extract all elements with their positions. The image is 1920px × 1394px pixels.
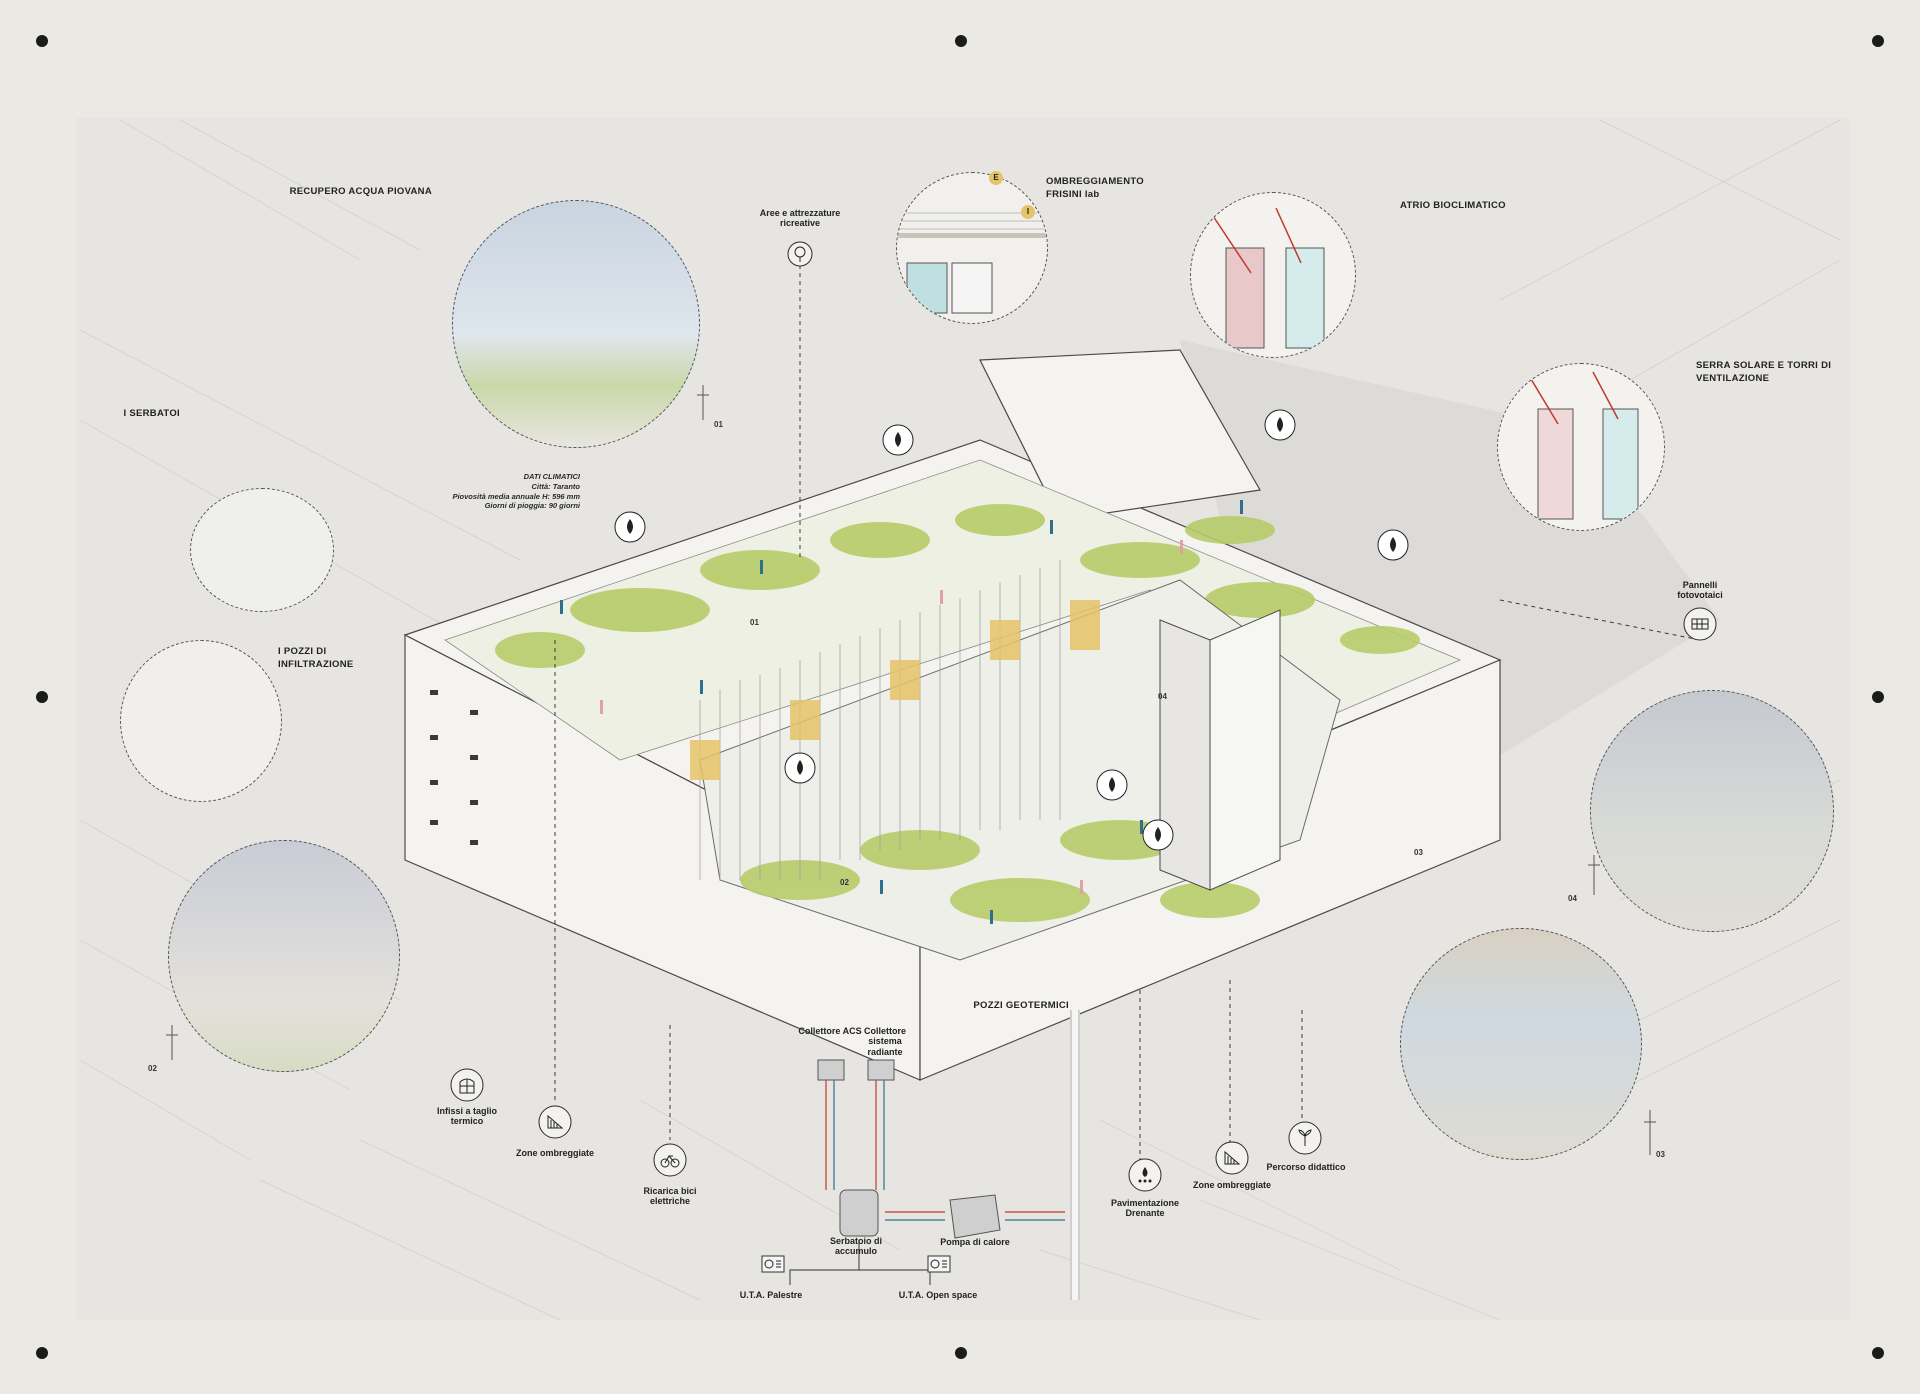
bioclimatic-atrium-vignette bbox=[1190, 192, 1356, 358]
shade-icon bbox=[547, 1114, 564, 1129]
pin bbox=[36, 35, 48, 47]
pin bbox=[1872, 35, 1884, 47]
windows-label: Infissi a taglio termico bbox=[436, 1106, 497, 1127]
plan-number: 03 bbox=[1414, 848, 1423, 857]
greenhouse-title: SERRA SOLARE E TORRI DI VENTILAZIONE bbox=[1696, 360, 1832, 384]
plan-number: 04 bbox=[1158, 692, 1167, 701]
climate-heading: DATI CLIMATICI bbox=[523, 472, 580, 481]
geothermal-section: POZZI GEOTERMICI bbox=[955, 1000, 1068, 1019]
greenhouse-section-drawing bbox=[1527, 371, 1639, 520]
solar-panel-icon bbox=[1691, 618, 1709, 630]
pin bbox=[955, 1347, 967, 1359]
vignette-number: 04 bbox=[1568, 894, 1577, 903]
storage-tank-label: Serbatoio di accumulo bbox=[829, 1236, 882, 1257]
heat-pump-label: Pompa di calore bbox=[940, 1237, 1010, 1247]
radiant-collector-label: Collettore sistema radiante bbox=[863, 1026, 906, 1057]
compass-i: I bbox=[1021, 205, 1035, 219]
recreation-label: Aree e attrezzature ricreative bbox=[759, 208, 841, 229]
acs-collector-label: Collettore ACS bbox=[798, 1026, 862, 1036]
shade-icon bbox=[1224, 1150, 1241, 1165]
plan-number: 02 bbox=[840, 878, 849, 887]
shading-section: OMBREGGIAMENTO FRISINI lab bbox=[1046, 176, 1158, 208]
climate-rain-days: Giorni di pioggia: 90 giorni bbox=[484, 501, 580, 511]
atrium-section: ATRIO BIOCLIMATICO bbox=[1400, 200, 1520, 219]
pin bbox=[1872, 1347, 1884, 1359]
air-handling-unit-icon bbox=[930, 1259, 947, 1269]
tank-detail-vignette bbox=[190, 488, 334, 612]
arcade-vignette-02 bbox=[168, 840, 400, 1072]
atrium-section-drawing bbox=[1210, 207, 1325, 349]
vignette-number: 02 bbox=[148, 1064, 157, 1073]
vignette-number: 01 bbox=[714, 420, 723, 429]
tanks-section: I SERBATOI bbox=[88, 408, 180, 427]
infiltration-well-vignette bbox=[120, 640, 282, 802]
rain-section: RECUPERO ACQUA PIOVANA bbox=[214, 186, 432, 205]
courtyard-vignette-04 bbox=[1590, 690, 1834, 932]
wells-section: I POZZI DI INFILTRAZIONE bbox=[278, 646, 398, 678]
vignette-number: 03 bbox=[1656, 1150, 1665, 1159]
arch-passage-vignette-03 bbox=[1400, 928, 1642, 1160]
shaded-zones-label-2: Zone ombreggiate bbox=[1192, 1180, 1271, 1190]
plan-number: 01 bbox=[750, 618, 759, 627]
pin bbox=[955, 35, 967, 47]
climate-rainfall: Piovosità media annuale H: 596 mm bbox=[452, 491, 580, 501]
shading-section-vignette bbox=[896, 172, 1048, 324]
solar-greenhouse-vignette bbox=[1497, 363, 1665, 531]
wells-title: I POZZI DI INFILTRAZIONE bbox=[278, 646, 354, 670]
atrium-title: ATRIO BIOCLIMATICO bbox=[1400, 200, 1506, 211]
window-icon bbox=[459, 1078, 475, 1094]
shaded-zones-label-1: Zone ombreggiate bbox=[515, 1148, 594, 1158]
climate-data: DATI CLIMATICI Città: Taranto Piovosità … bbox=[410, 472, 580, 511]
shading-section-drawing bbox=[897, 212, 1047, 314]
air-handling-unit-icon bbox=[764, 1259, 781, 1269]
rooftop-terrace-vignette bbox=[452, 200, 700, 448]
climate-city: Città: Taranto bbox=[531, 481, 580, 491]
didactic-path-label: Percorso didattico bbox=[1266, 1162, 1346, 1172]
rain-title: RECUPERO ACQUA PIOVANA bbox=[289, 186, 432, 197]
tanks-title: I SERBATOI bbox=[123, 408, 180, 419]
geothermal-title: POZZI GEOTERMICI bbox=[973, 1000, 1069, 1011]
shading-title: OMBREGGIAMENTO FRISINI lab bbox=[1046, 176, 1144, 200]
draining-paving-label: Pavimentazione Drenante bbox=[1110, 1198, 1180, 1219]
bike-icon bbox=[660, 1155, 680, 1168]
pv-label: Pannelli fotovotaici bbox=[1677, 580, 1723, 601]
tree-icon bbox=[794, 246, 806, 262]
uta-gyms-label: U.T.A. Palestre bbox=[739, 1290, 803, 1300]
compass-e: E bbox=[989, 171, 1003, 185]
pin bbox=[1872, 691, 1884, 703]
pin bbox=[36, 1347, 48, 1359]
bike-charging-label: Ricarica bici elettriche bbox=[643, 1186, 697, 1207]
greenhouse-section: SERRA SOLARE E TORRI DI VENTILAZIONE bbox=[1696, 360, 1834, 392]
uta-openspace-label: U.T.A. Open space bbox=[898, 1290, 978, 1300]
plant-icon bbox=[1298, 1129, 1312, 1146]
drain-icon bbox=[1138, 1167, 1152, 1183]
pin bbox=[36, 691, 48, 703]
